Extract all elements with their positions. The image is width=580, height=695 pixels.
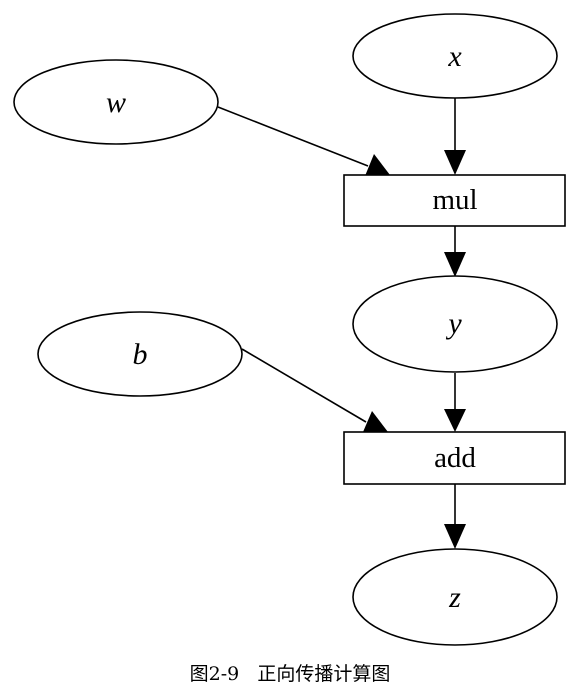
node-z-label: z	[448, 581, 461, 614]
node-x: x	[352, 13, 558, 99]
node-x-label: x	[447, 40, 462, 73]
node-w-label: w	[106, 86, 126, 119]
node-w: w	[13, 59, 219, 145]
node-b-label: b	[133, 338, 148, 371]
edge-mul-to-y	[444, 226, 466, 277]
node-z: z	[352, 548, 558, 646]
node-y: y	[352, 275, 558, 373]
node-mul: mul	[343, 174, 566, 227]
edge-b-to-add	[241, 348, 388, 432]
edge-w-to-mul	[217, 106, 390, 176]
node-add: add	[343, 431, 566, 485]
edge-add-to-z	[444, 484, 466, 549]
node-y-label: y	[445, 307, 462, 340]
node-b: b	[37, 311, 243, 397]
edge-y-to-add	[444, 373, 466, 432]
edge-x-to-mul	[444, 97, 466, 175]
figure-caption: 图2-9 正向传播计算图	[189, 663, 391, 685]
node-add-label: add	[434, 442, 476, 474]
node-mul-label: mul	[432, 184, 477, 216]
